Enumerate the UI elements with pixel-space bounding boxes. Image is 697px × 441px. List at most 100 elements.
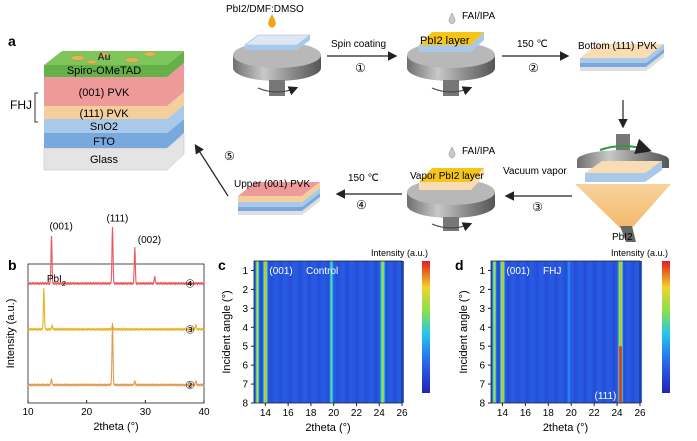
heatmap-cell [344,261,347,403]
heatmap-cell [342,261,345,403]
fai-drop-icon-1 [448,12,456,25]
y-axis-label: Intensity (a.u.) [5,299,17,369]
heatmap-cell [311,261,314,403]
peak-label: (001) [49,221,72,232]
heatmap-cell [286,261,290,403]
heatmap-cell [358,261,361,403]
panel-c-letter: c [218,257,226,273]
heatmap-cell [315,261,318,403]
heatmap-cell [511,261,514,403]
heatmap-cell [280,261,283,403]
panel-d-letter: d [455,257,464,273]
heatmap-cell [563,261,566,403]
heatmap-cell [526,261,529,403]
heatmap-cell [356,261,359,403]
y-tick-label: 5 [242,342,248,353]
heatmap-cell [364,261,368,403]
heatmap-cell [387,261,390,403]
heatmap-cell [282,261,286,403]
heatmap-cell [608,261,611,403]
plot-frame [253,260,403,404]
drop-icon [268,14,276,28]
precursor-label: PbI2/DMF:DMSO [226,4,304,15]
heatmap-cell [272,261,275,403]
heatmap-cell [321,261,324,403]
heatmap-cell [338,261,341,403]
layer-vapor-label: Vapor PbI2 layer [410,171,484,182]
heatmap-cell [517,261,521,403]
heatmap-cell [561,261,564,403]
fai-label-1: FAI/IPA [462,11,495,22]
heatmap-cell [268,261,271,403]
layer-spiro-top [44,51,184,65]
heatmap-cell [385,261,388,403]
heatmap-cell [577,261,581,403]
label-fto: FTO [93,136,115,148]
heatmap-cell [346,261,349,403]
heatmap-cell [602,261,605,403]
heatmap-cell [637,261,640,403]
colorbar-label: Intensity (a.u.) [371,248,428,258]
heatmap-cell [559,261,562,403]
y-tick-label: 3 [242,304,248,315]
heatmap-cell [327,261,331,403]
spin-coater-3 [407,146,495,232]
heatmap-cell [587,261,591,403]
layer-spiro [44,51,184,77]
heatmap-cell [532,261,535,403]
heatmap-cell [627,261,630,403]
panel-a-letter: a [8,33,16,49]
y-tick-label: 5 [479,342,485,353]
heatmap-cell [335,261,339,403]
heatmap-cell [401,261,404,403]
heatmap-cell [530,261,533,403]
heatmap-band [494,261,495,403]
heatmap-band [264,261,266,403]
heatmap-cell [505,261,508,403]
x-tick-label: 40 [198,407,210,418]
heatmap-cell [544,261,548,403]
peak-label: (111) [595,391,617,402]
heatmap-cell [366,261,370,403]
heatmap-cell [534,261,537,403]
heatmap-cell [606,261,609,403]
heatmap-cell [612,261,616,403]
step-1-num: ① [355,61,366,75]
heatmap-cell [301,261,304,403]
heatmap-cell [548,261,552,403]
heatmap-cell [303,261,306,403]
heatmap-cell [507,261,510,403]
heatmap-cell [360,261,363,403]
x-tick-label: 20 [81,407,93,418]
heatmap-cell [542,261,545,403]
heatmap-cell [614,261,618,403]
heatmap-cell [362,261,365,403]
heatmap-cell [305,261,308,403]
x-tick-label: 30 [140,407,152,418]
y-axis-label: Incident angle (°) [458,290,470,373]
heatmap-cell [274,261,277,403]
heatmap-cell [393,261,396,403]
arrow-step-5 [194,143,229,197]
peak-label: (001) [269,266,292,277]
label-pvk111: (111) PVK [79,108,129,120]
heatmap-band [257,261,258,403]
x-tick-label: 24 [612,408,624,419]
heatmap-cell [557,261,560,403]
heatmap-cell [323,261,327,403]
y-axis-label: Incident angle (°) [221,290,233,373]
heatmap-cell [391,261,394,403]
heatmap-cell [284,261,288,403]
x-tick-label: 14 [497,408,509,419]
peak-label: (002) [138,235,161,246]
heatmap-cell [594,261,597,403]
heatmap-cell [528,261,531,403]
x-tick-label: 26 [634,408,646,419]
heatmap-title: Control [306,266,338,277]
heatmap-cell [270,261,273,403]
heatmap-cell [319,261,322,403]
heatmap-title: FHJ [543,266,561,277]
plot-frame [27,263,205,404]
